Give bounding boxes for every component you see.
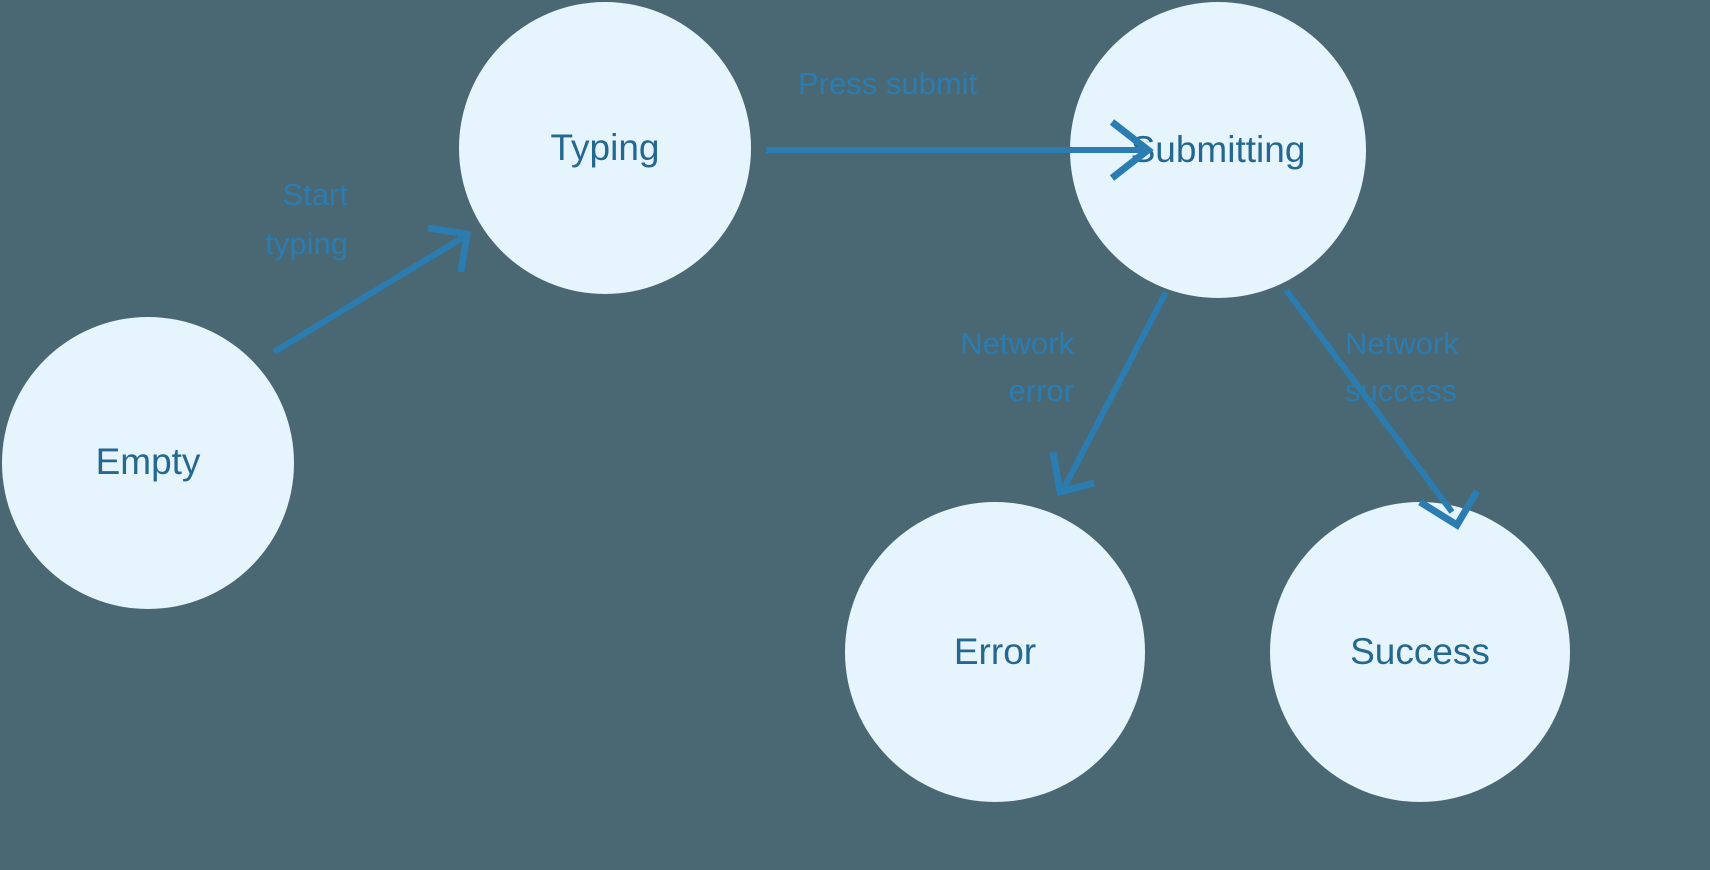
node-typing[interactable]: Typing <box>459 2 751 294</box>
node-typing-circle[interactable] <box>459 2 751 294</box>
edge-empty-to-typing-arrowhead <box>427 224 472 273</box>
edge-empty-to-typing[interactable]: Start typing <box>265 177 472 355</box>
edge-submitting-to-error-label-line2: error <box>1009 373 1074 408</box>
node-empty-circle[interactable] <box>2 317 294 609</box>
edge-typing-to-submitting-label-line1: Press submit <box>798 66 978 101</box>
edge-submitting-to-success[interactable]: Network success <box>1283 288 1481 530</box>
edge-submitting-to-error-line <box>1061 290 1169 490</box>
node-error-label: Error <box>954 631 1036 672</box>
node-empty-label: Empty <box>96 441 201 482</box>
node-submitting-circle[interactable] <box>1070 2 1366 298</box>
edge-submitting-to-error-label-line1: Network <box>960 326 1074 361</box>
node-submitting-label: Submitting <box>1131 129 1306 170</box>
edge-typing-to-submitting-arrowhead <box>1109 119 1154 181</box>
node-success-label: Success <box>1350 631 1490 672</box>
edge-empty-to-typing-label-line1: Start <box>283 177 349 212</box>
node-submitting[interactable]: Submitting <box>1070 2 1366 298</box>
edge-empty-to-typing-label-line2: typing <box>265 226 348 261</box>
edge-submitting-to-error[interactable]: Network error <box>960 290 1169 497</box>
node-typing-label: Typing <box>550 127 659 168</box>
node-error-circle[interactable] <box>845 502 1145 802</box>
node-success[interactable]: Success <box>1270 502 1570 802</box>
edge-submitting-to-error-arrowhead <box>1049 451 1095 497</box>
node-error[interactable]: Error <box>845 502 1145 802</box>
edge-submitting-to-success-label-line1: Network <box>1345 326 1459 361</box>
edge-submitting-to-success-label-line2: success <box>1345 373 1457 408</box>
node-empty[interactable]: Empty <box>2 317 294 609</box>
edge-submitting-to-success-line <box>1283 288 1455 514</box>
edge-empty-to-typing-line <box>272 235 464 355</box>
edge-submitting-to-success-arrowhead <box>1418 489 1481 530</box>
node-success-circle[interactable] <box>1270 502 1570 802</box>
edge-typing-to-submitting[interactable]: Press submit <box>766 66 1154 181</box>
